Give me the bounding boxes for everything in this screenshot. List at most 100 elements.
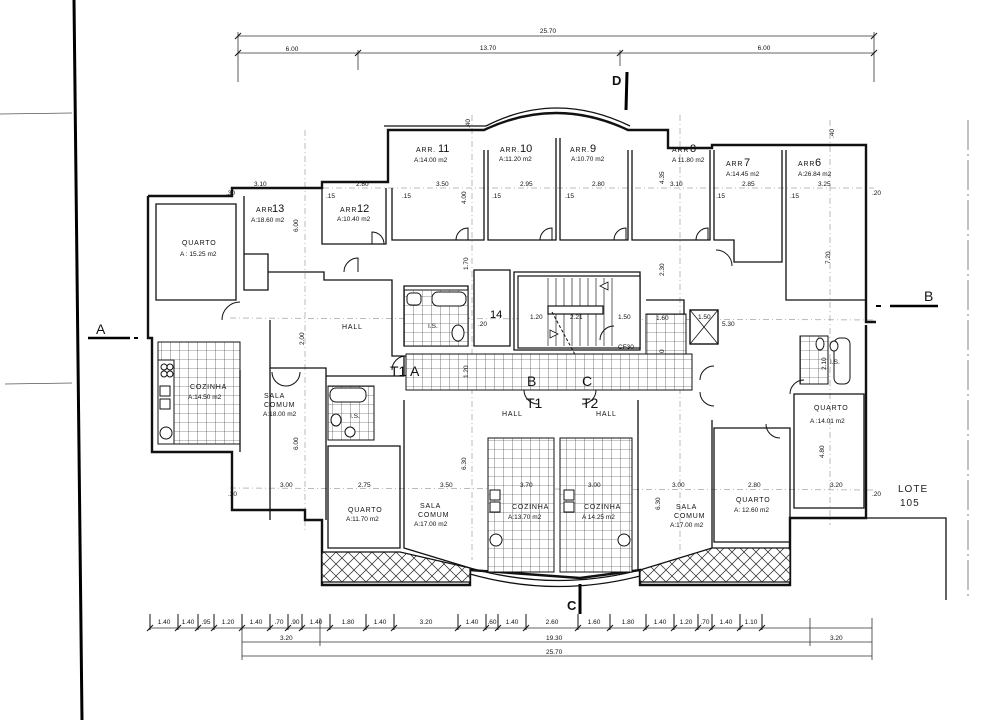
svg-text:6.30: 6.30	[461, 457, 468, 470]
storage-room-12: ARR 12 A:10.40 m2	[337, 203, 371, 223]
dimension-tick	[390, 614, 398, 632]
svg-text:8: 8	[690, 143, 696, 155]
dimension-tick	[362, 614, 370, 632]
svg-text:2.80: 2.80	[592, 181, 605, 188]
sheet-border	[0, 0, 969, 720]
doors	[221, 227, 805, 439]
bottom-segment-label: 1.80	[342, 619, 355, 626]
svg-text:I.S.: I.S.	[428, 323, 438, 330]
dimension-tick	[326, 614, 334, 632]
svg-text:HALL: HALL	[342, 324, 363, 331]
svg-text:.20: .20	[872, 491, 881, 498]
svg-text:3.10: 3.10	[254, 181, 267, 188]
svg-text:A :14.01 m2: A :14.01 m2	[810, 418, 845, 425]
unit-label-t1-a: T1	[390, 363, 407, 379]
svg-text:COZINHA: COZINHA	[512, 504, 549, 511]
dimension-tick	[482, 614, 490, 632]
unit-label-t2: T2	[582, 395, 599, 411]
svg-text:ARR: ARR	[256, 207, 273, 214]
svg-text:ARR: ARR	[340, 207, 357, 214]
unit-label-c: C	[582, 373, 592, 389]
svg-text:13: 13	[272, 203, 284, 215]
svg-text:.15: .15	[790, 193, 799, 200]
svg-text:A:26.84 m2: A:26.84 m2	[798, 171, 832, 178]
svg-text:.15: .15	[326, 193, 335, 200]
dimension-tick	[146, 614, 154, 632]
bottom-segment-label: .90	[290, 619, 299, 626]
bottom-segment-label: .70	[700, 619, 709, 626]
bottom-segment-label: 3.20	[420, 619, 433, 626]
dim-bottom-overall: 25.70	[546, 649, 563, 656]
room-cozinha-w: COZINHA A:14.50 m2	[157, 341, 241, 445]
dim-overall-top: 25.70	[540, 28, 557, 35]
storage-room-8: ARR 8 A 11.80 m2	[672, 143, 705, 164]
svg-text:SALA: SALA	[264, 393, 285, 400]
bottom-segment-label: 1.20	[680, 619, 693, 626]
svg-text:.15: .15	[492, 193, 501, 200]
storage-room-13: ARR 13 A:18.60 m2	[251, 203, 285, 224]
svg-text:7.20: 7.20	[825, 251, 832, 264]
svg-text:3.00: 3.00	[588, 482, 601, 489]
svg-text:.20: .20	[872, 190, 881, 197]
bottom-segment-label: 1.40	[182, 619, 195, 626]
svg-text:1.20: 1.20	[463, 365, 470, 378]
svg-text:ARR: ARR	[798, 161, 815, 168]
svg-text:QUARTO: QUARTO	[736, 497, 771, 504]
svg-text:6.00: 6.00	[293, 437, 300, 450]
svg-text:2.95: 2.95	[520, 181, 533, 188]
svg-text:COMUM: COMUM	[264, 402, 295, 409]
svg-text:A:10.70 m2: A:10.70 m2	[571, 156, 605, 163]
svg-text:A:11.20 m2: A:11.20 m2	[499, 156, 532, 163]
unit-labels: T1 A B T1 C T2 HALL HALL	[390, 363, 616, 418]
dimension-tick	[454, 614, 462, 632]
svg-text:QUARTO: QUARTO	[814, 405, 849, 412]
room-quarto-sw: QUARTO A:11.70 m2	[327, 445, 401, 549]
dimension-tick	[758, 614, 766, 632]
svg-text:A:11.70 m2: A:11.70 m2	[346, 516, 379, 523]
svg-text:.15: .15	[565, 193, 574, 200]
svg-text:B: B	[924, 288, 933, 304]
svg-text:A:18.60 m2: A:18.60 m2	[251, 217, 285, 224]
svg-text:A:17.00 m2: A:17.00 m2	[670, 522, 704, 529]
svg-text:A: 12.60 m2: A: 12.60 m2	[734, 507, 769, 514]
lot-label: LOTE 105	[866, 484, 947, 600]
bottom-segment-label: .60	[487, 619, 496, 626]
room-cozinha-ce: COZINHA A 14.25 m2	[559, 437, 633, 573]
bottom-segment-label: 1.40	[654, 619, 667, 626]
svg-text:ARR.: ARR.	[416, 147, 436, 154]
svg-text:.15: .15	[402, 193, 411, 200]
svg-text:4.00: 4.00	[461, 191, 468, 204]
bottom-segment-label: 1.40	[720, 619, 733, 626]
svg-text:.20: .20	[478, 321, 487, 328]
bottom-segment-label: 1.40	[158, 619, 171, 626]
corridor: 5.30 1.20	[405, 321, 735, 391]
svg-text:COZINHA: COZINHA	[190, 384, 227, 391]
dim-bottom-middle-sub: 19.30	[546, 635, 563, 642]
dimension-tick	[574, 614, 582, 632]
svg-text:1.70: 1.70	[463, 257, 470, 270]
svg-text:3.10: 3.10	[670, 181, 683, 188]
svg-text:A:14.00 m2: A:14.00 m2	[414, 157, 448, 164]
bottom-segment-label: 1.40	[250, 619, 263, 626]
svg-text:2.30: 2.30	[659, 263, 666, 276]
svg-text:3.20: 3.20	[830, 482, 843, 489]
north-dimensions: 3.10 2.80 3.50 2.95 2.80 3.10 2.85 3.25 …	[226, 119, 881, 345]
svg-text:.30: .30	[228, 491, 237, 498]
svg-text:6.30: 6.30	[655, 497, 662, 510]
section-marker-c: C	[567, 584, 582, 614]
dimension-tick	[736, 614, 744, 632]
svg-text:.15: .15	[716, 193, 725, 200]
svg-text:1.60: 1.60	[656, 315, 669, 322]
svg-text:2.85: 2.85	[742, 181, 755, 188]
room-hall-w: HALL	[342, 324, 363, 331]
dimension-tick	[670, 614, 678, 632]
bathroom-w2: I.S.	[327, 385, 375, 441]
svg-text:I.S.: I.S.	[350, 413, 360, 420]
svg-text:2.75: 2.75	[358, 482, 371, 489]
svg-text:2.80: 2.80	[748, 482, 761, 489]
svg-text:D: D	[612, 73, 621, 88]
svg-text:ARR: ARR	[672, 147, 689, 154]
storage-room-9: ARR. 9 A:10.70 m2	[570, 143, 605, 163]
storage-room-6: ARR 6 A:26.84 m2	[798, 157, 832, 178]
